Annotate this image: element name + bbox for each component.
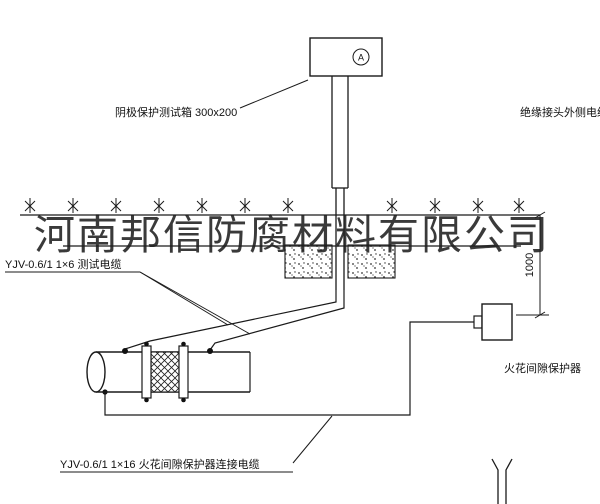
ground-surface-marks — [24, 197, 525, 214]
watermark: 河南邦信防腐材料有限公司 — [34, 212, 550, 258]
bolt — [181, 341, 186, 347]
dimension-1000 — [516, 211, 549, 319]
concrete-foundation-right — [347, 244, 396, 279]
ammeter-symbol — [352, 48, 370, 66]
leader-test-box — [239, 79, 309, 109]
riser-continuation-symbol — [491, 458, 513, 504]
label-test-box: 阴极保护测试箱 300x200 — [115, 105, 237, 119]
label-spark-gap-cable: YJV-0.6/1 1×16 火花间隙保护器连接电缆 — [60, 457, 260, 471]
bolt — [181, 397, 186, 403]
leader-lines — [5, 79, 333, 473]
bolt — [144, 341, 149, 347]
leader-spark-cable — [292, 415, 333, 464]
ammeter-label: A — [358, 53, 364, 63]
cathodic-test-box: A — [309, 37, 383, 77]
label-outer-cable: 绝缘接头外侧电缆 — [520, 105, 600, 119]
spark-gap-cable-run — [104, 321, 474, 416]
label-spark-gap: 火花间隙保护器 — [504, 361, 581, 375]
flange-left — [141, 345, 152, 399]
concrete-foundation-left — [284, 244, 333, 279]
test-cable-a — [124, 290, 337, 352]
conduit-riser — [331, 76, 349, 290]
flange-right — [178, 345, 189, 399]
watermark-text: 河南邦信防腐材料有限公司 — [34, 212, 550, 258]
label-test-cable: YJV-0.6/1 1×6 测试电缆 — [5, 258, 121, 271]
test-cable-b — [209, 290, 345, 352]
pipeline — [86, 341, 251, 403]
dimension-text: 1000 — [524, 253, 536, 277]
weld-point-a — [122, 348, 128, 354]
weld-point-b — [207, 348, 213, 354]
pipe-end-cap — [86, 351, 106, 393]
insulating-joint — [150, 351, 180, 393]
leader-test-cable-b — [139, 271, 251, 335]
bolt — [144, 397, 149, 403]
spark-gap-protector — [473, 303, 513, 341]
